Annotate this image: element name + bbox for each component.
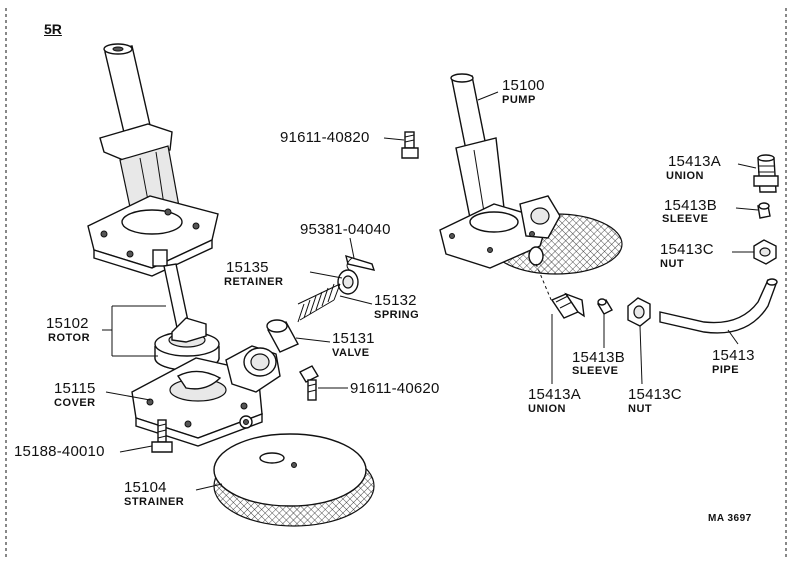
nut-15413c-lower (627, 297, 651, 327)
relief-valve-parts (266, 254, 376, 353)
part-name: STRAINER (124, 496, 185, 508)
part-name: NUT (628, 403, 653, 415)
nut-15413c-upper (753, 239, 777, 265)
part-number: 15413A (668, 153, 721, 170)
part-number: 15413 (712, 347, 755, 364)
pipe-15413 (659, 278, 778, 334)
right-pump-assembly (439, 73, 623, 275)
part-name: ROTOR (48, 332, 91, 344)
sleeve-15413b-lower (597, 298, 613, 315)
bolt-15188-40010 (151, 419, 173, 453)
part-number: 15132 (374, 292, 417, 309)
part-name: SLEEVE (662, 213, 709, 225)
union-15413a-upper (753, 154, 779, 193)
part-number: 15100 (502, 77, 545, 94)
part-number: 15188-40010 (14, 443, 105, 460)
part-number: 95381-04040 (300, 221, 391, 238)
part-name: VALVE (332, 347, 370, 359)
bolt-91611-40620 (299, 365, 319, 401)
part-number: 15135 (226, 259, 269, 276)
drawing-code: MA 3697 (708, 513, 752, 524)
part-number: 15104 (124, 479, 167, 496)
part-number: 91611-40820 (280, 129, 370, 146)
part-number: 91611-40620 (350, 380, 440, 397)
part-number: 15413B (572, 349, 625, 366)
sleeve-15413b-upper (757, 202, 771, 219)
part-name: PUMP (502, 94, 536, 106)
part-number: 15413B (664, 197, 717, 214)
union-dashed-line (535, 263, 553, 303)
part-number: 15102 (46, 315, 89, 332)
left-pump-flange (87, 195, 219, 277)
part-number: 15131 (332, 330, 375, 347)
pump-cover (131, 345, 281, 447)
left-pump-shaft (99, 43, 181, 227)
part-name: COVER (54, 397, 96, 409)
part-name: PIPE (712, 364, 740, 376)
union-15413a-lower (550, 292, 585, 319)
section-label: 5R (44, 21, 62, 37)
part-number: 15115 (54, 380, 96, 397)
part-name: SPRING (374, 309, 420, 321)
bolt-91611-40820 (401, 131, 419, 159)
part-name: RETAINER (224, 276, 284, 288)
part-name: NUT (660, 258, 685, 270)
part-number: 15413C (660, 241, 714, 258)
part-name: UNION (666, 170, 704, 182)
part-name: SLEEVE (572, 365, 619, 377)
strainer-left (213, 433, 375, 527)
part-number: 15413C (628, 386, 682, 403)
part-number: 15413A (528, 386, 581, 403)
part-name: UNION (528, 403, 566, 415)
leader-lines (102, 91, 759, 491)
